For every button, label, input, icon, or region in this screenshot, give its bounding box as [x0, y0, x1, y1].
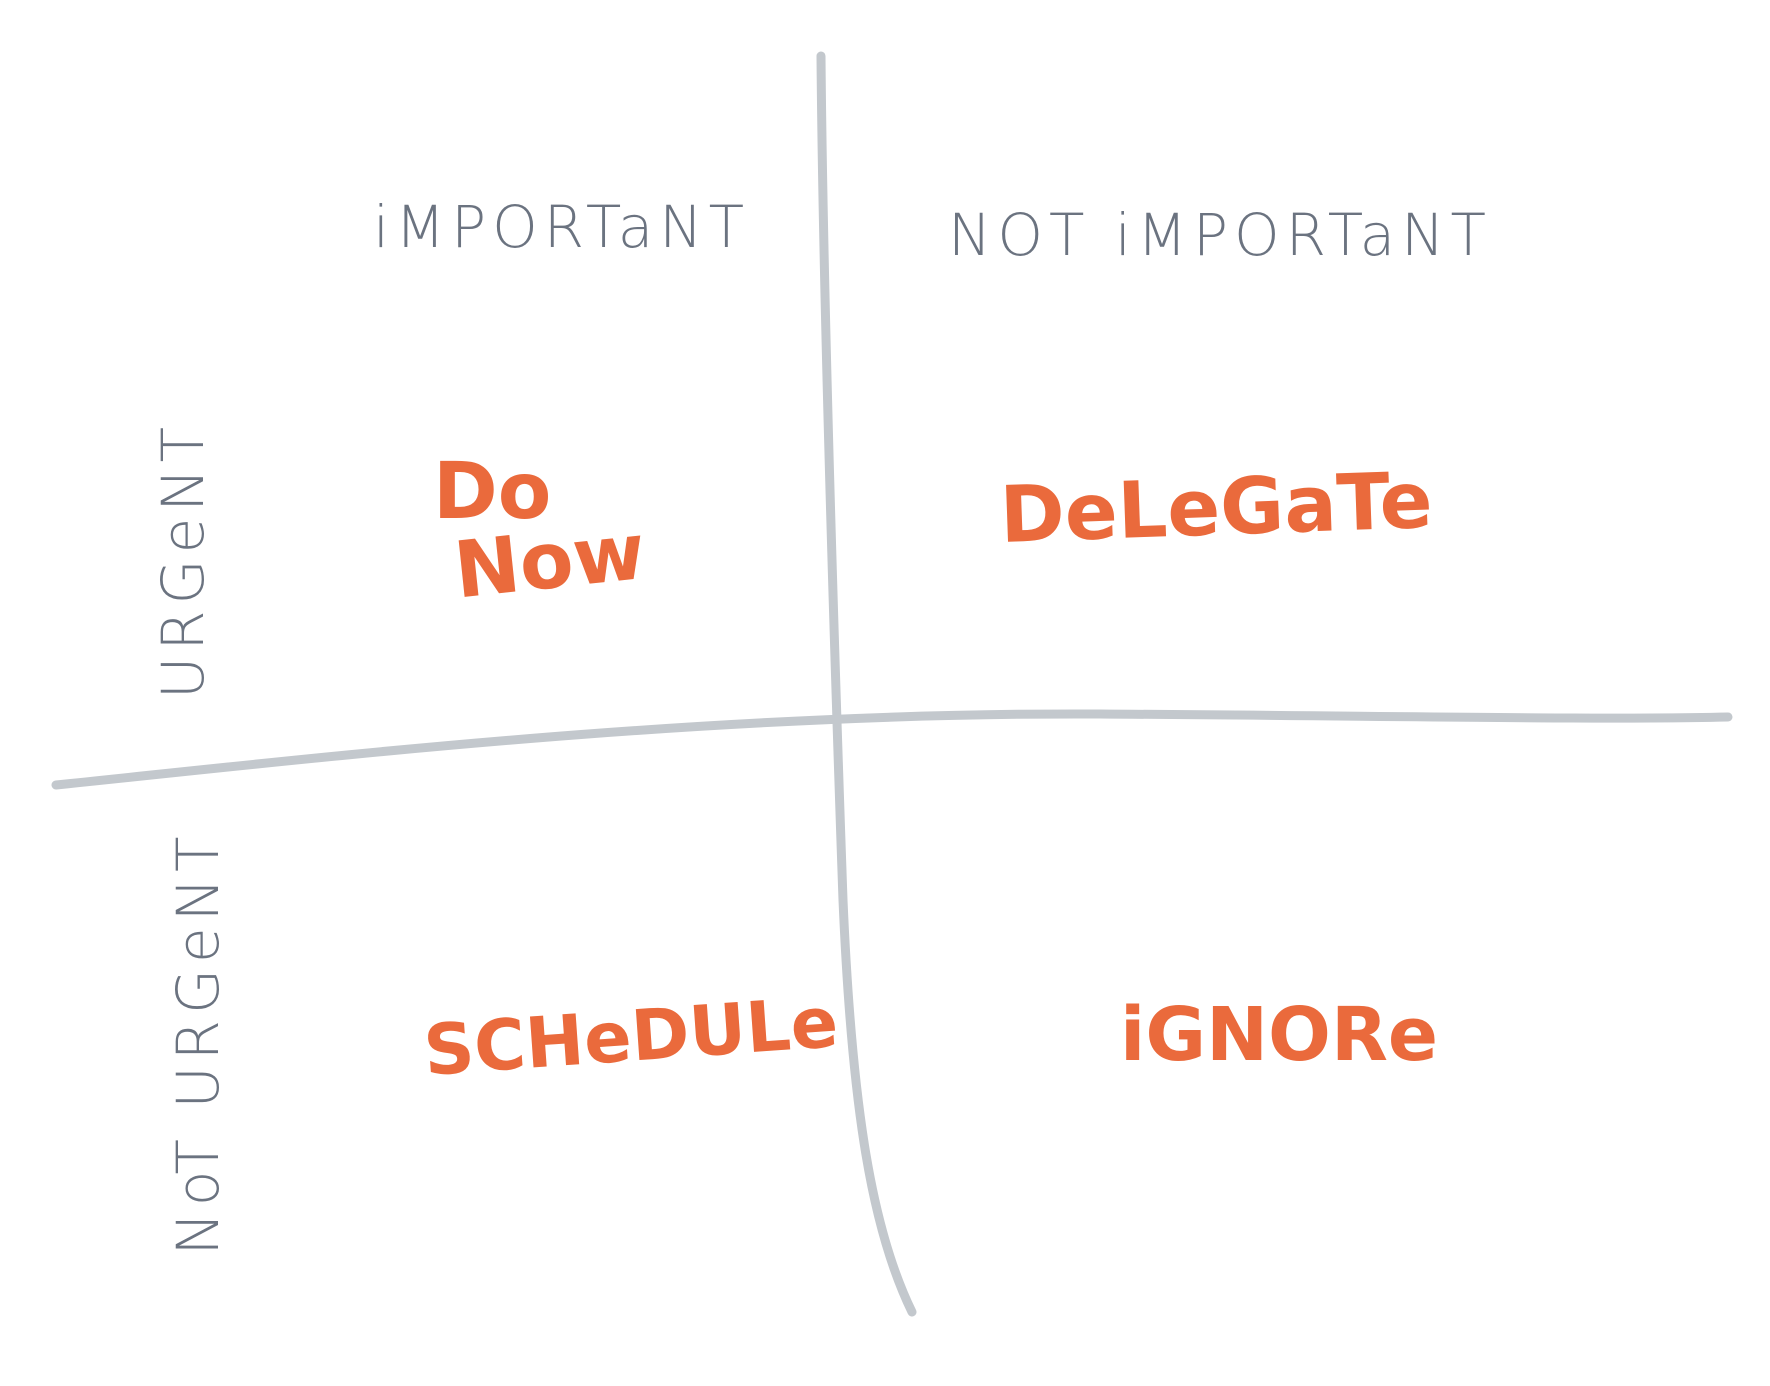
quadrant-ignore: iGNORe: [1120, 992, 1439, 1078]
column-header-not-important: NOT iMPORTaNT: [948, 201, 1492, 269]
column-header-important: iMPORTaNT: [373, 193, 751, 261]
quadrant-do-now: Do Now: [433, 447, 663, 616]
do-now-line-2: Now: [450, 506, 650, 617]
row-header-not-urgent: NoT URGeNT: [164, 830, 232, 1256]
horizontal-axis-line: [51, 709, 1733, 790]
vertical-axis-line: [816, 51, 917, 1317]
do-now-line-1: Do: [433, 447, 552, 537]
quadrant-delegate: DeLeGaTe: [998, 455, 1434, 561]
row-header-urgent: URGeNT: [149, 420, 217, 700]
